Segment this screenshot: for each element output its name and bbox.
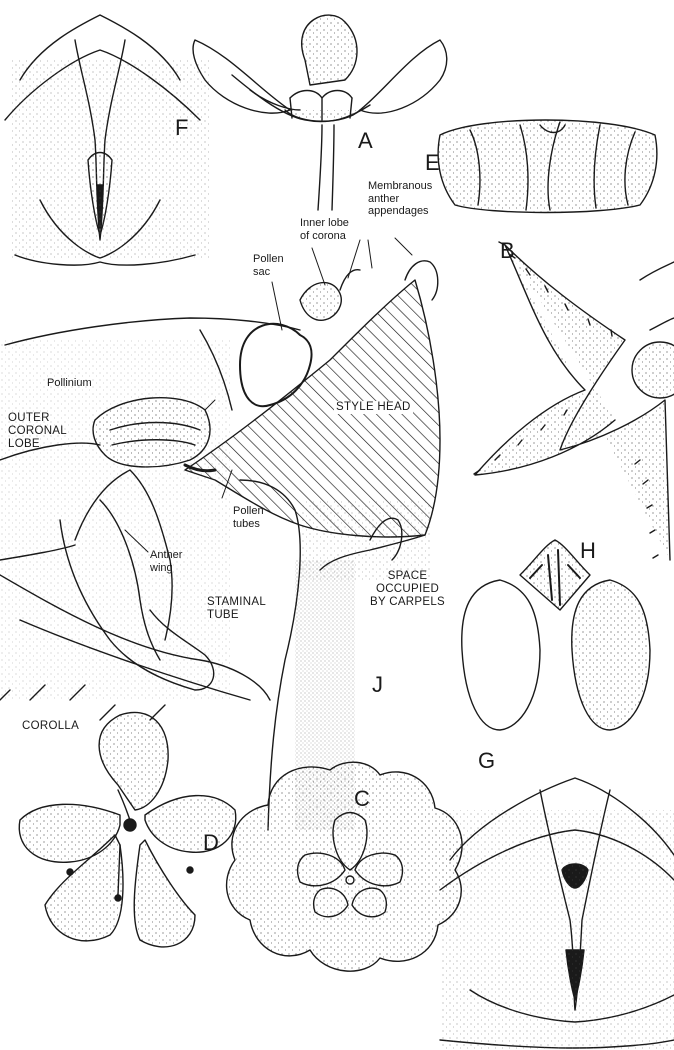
panel-letter-g: G	[478, 748, 495, 773]
figure-j-section	[0, 238, 440, 830]
figure-c-flower-front-view	[227, 762, 462, 971]
label-anther-wing: Anther wing	[150, 549, 182, 574]
label-pollen-tubes: Pollen tubes	[233, 505, 264, 530]
label-pollinium: Pollinium	[47, 377, 92, 390]
label-membranous-anther-appendages: Membranous anther appendages	[368, 180, 432, 218]
label-staminal-tube: STAMINAL TUBE	[207, 596, 266, 622]
panel-letter-f: F	[175, 115, 188, 140]
label-pollen-sac: Pollen sac	[253, 253, 284, 278]
panel-letter-j: J	[372, 672, 383, 697]
panel-letter-b: B	[500, 238, 515, 263]
label-inner-lobe-of-corona: Inner lobe of corona	[300, 217, 349, 242]
label-outer-coronal-lobe: OUTER CORONAL LOBE	[8, 412, 67, 452]
figure-e-corona-side-view	[438, 120, 657, 213]
panel-letter-c: C	[354, 786, 370, 811]
figure-b-calyx	[474, 242, 674, 560]
panel-letter-h: H	[580, 538, 596, 563]
panel-letter-e: E	[425, 150, 440, 175]
label-corolla: COROLLA	[22, 720, 79, 733]
figure-h-pollinarium	[462, 540, 650, 730]
label-space-occupied-by-carpels: SPACE OCCUPIED BY CARPELS	[370, 570, 445, 610]
figure-g-column-detail	[440, 778, 674, 1050]
panel-letter-d: D	[203, 830, 219, 855]
panel-letter-a: A	[358, 128, 373, 153]
label-style-head: STYLE HEAD	[334, 401, 413, 414]
